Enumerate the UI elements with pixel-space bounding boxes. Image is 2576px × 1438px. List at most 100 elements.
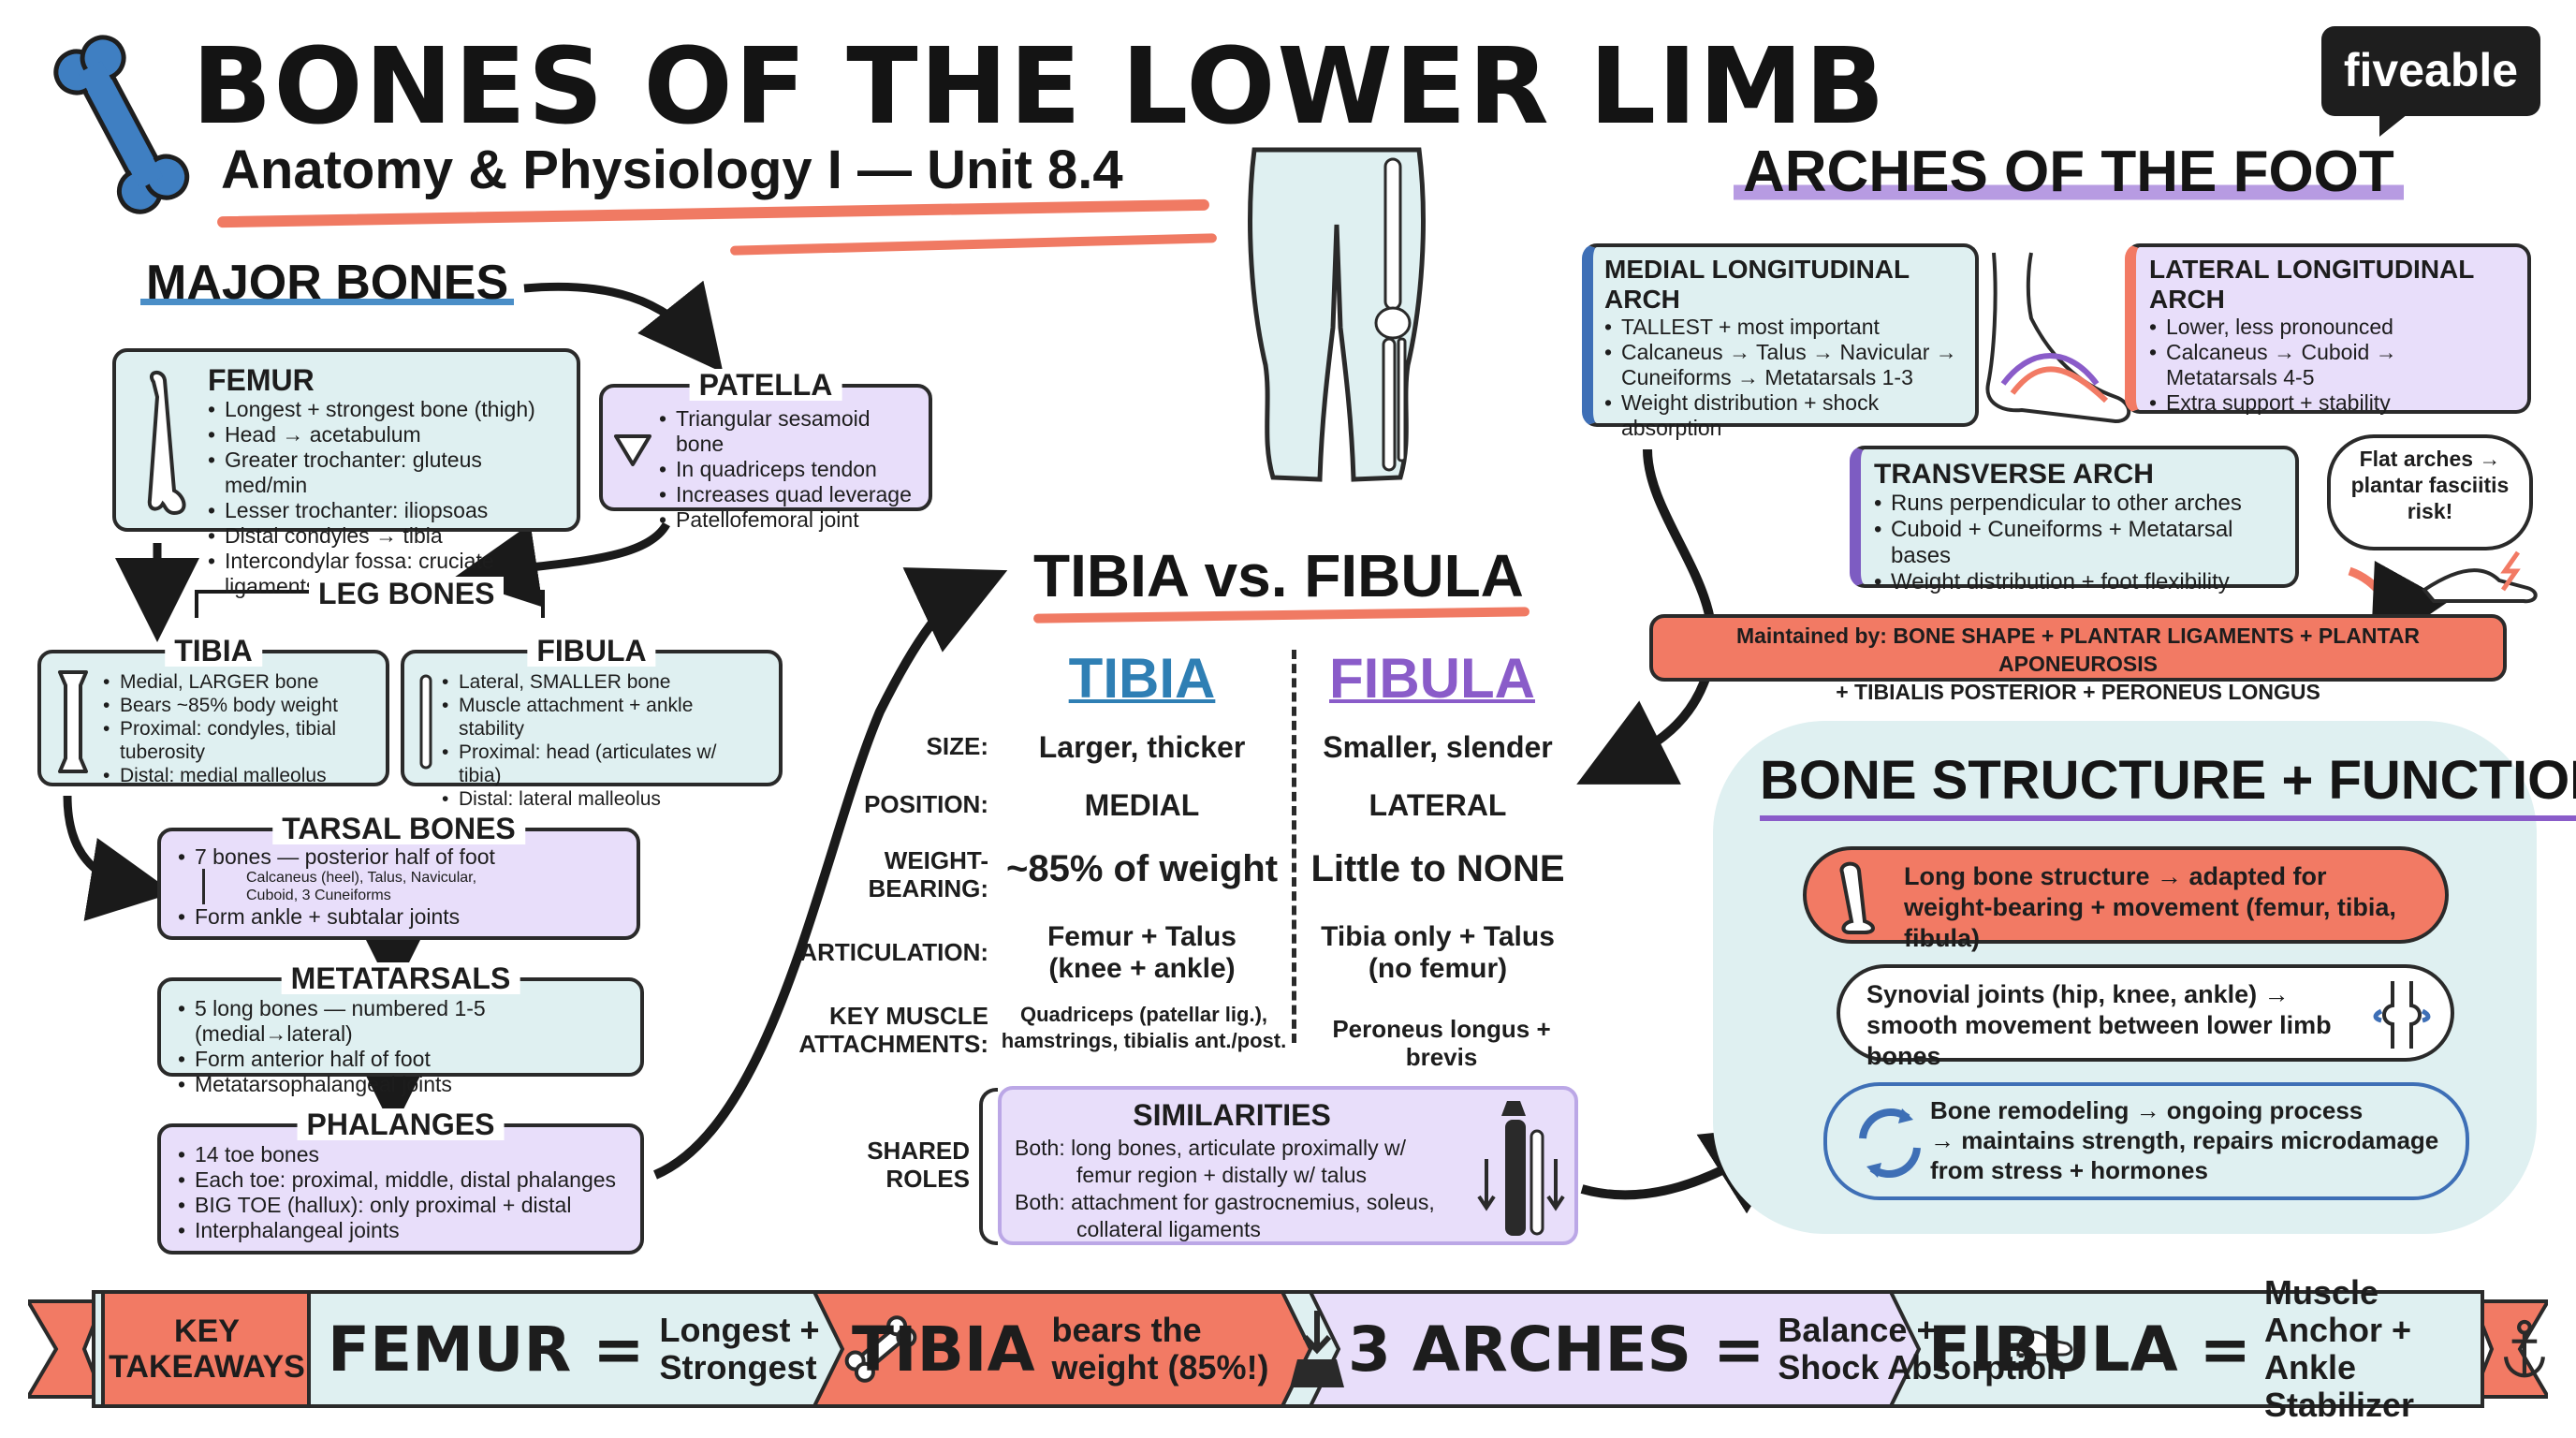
weight-down-icon <box>1289 1311 1344 1387</box>
takeaway-femur-small: Longest + Strongest <box>659 1311 820 1387</box>
takeaway-fibula-big: FIBULA = <box>1928 1313 2251 1386</box>
takeaway-arches: 3 ARCHES = Balance + Shock Absorption <box>1348 1288 2076 1410</box>
fibula-weight: Little to NONE <box>1310 848 1565 889</box>
femur-item: Lesser trochanter: iliopsoas <box>208 498 560 523</box>
fibula-icon <box>419 674 432 770</box>
metatarsal-item: Form anterior half of foot <box>178 1047 623 1072</box>
femur-item: Distal condyles → tibia <box>208 523 560 549</box>
row-label-articulation: ARTICULATION: <box>799 938 988 966</box>
page-subtitle: Anatomy & Physiology I — Unit 8.4 <box>221 139 1123 200</box>
shared-roles-brace <box>979 1088 998 1245</box>
femur-title: FEMUR <box>208 363 315 397</box>
medial-arch-title: MEDIAL LONGITUDINAL ARCH <box>1604 255 1910 314</box>
key-takeaways-banner: KEY TAKEAWAYS FEMUR = Longest + Stronges… <box>28 1274 2548 1424</box>
maintained-by-banner: Maintained by: BONE SHAPE + PLANTAR LIGA… <box>1649 614 2507 704</box>
lateral-arch-item: Calcaneus → Cuboid → Metatarsals 4-5 <box>2149 340 2514 390</box>
tarsal-sub-line: Calcaneus (heel), Talus, Navicular, <box>246 870 477 886</box>
fibula-column-header: FIBULA <box>1329 647 1535 710</box>
structure-item-long-bone: Long bone structure → adapted for weight… <box>1803 846 2449 952</box>
structure-item-remodeling: Bone remodeling → ongoing process → main… <box>1823 1082 2469 1200</box>
fibula-card-title: FIBULA <box>527 635 656 667</box>
lateral-arch-item: Extra support + stability <box>2149 390 2514 416</box>
medial-arch-item: Weight distribution + shock absorption <box>1604 390 1964 441</box>
tibia-item: Bears ~85% body weight <box>103 694 369 717</box>
phalanges-item: Each toe: proximal, middle, distal phala… <box>178 1167 623 1193</box>
foot-icon <box>2016 1330 2073 1357</box>
tibia-item: Medial, LARGER bone <box>103 670 369 694</box>
patella-item: Patellofemoral joint <box>659 507 912 533</box>
fibula-item: Lateral, SMALLER bone <box>442 670 762 694</box>
metatarsal-item: Metatarsophalangeal joints <box>178 1072 623 1097</box>
fibula-position: LATERAL <box>1368 788 1507 822</box>
tibia-column-header: TIBIA <box>1068 647 1216 710</box>
tarsal-item: 7 bones — posterior half of foot <box>178 844 620 869</box>
row-label-weight: WEIGHT- BEARING: <box>868 846 988 902</box>
phalanges-title: PHALANGES <box>297 1108 505 1140</box>
row-label-muscles: KEY MUSCLE ATTACHMENTS: <box>798 1002 988 1058</box>
transverse-arch-item: Weight distribution + foot flexibility <box>1874 569 2282 595</box>
fiveable-logo[interactable]: fiveable <box>2321 26 2540 137</box>
maintained-by-text: Maintained by: BONE SHAPE + PLANTAR LIGA… <box>1735 624 2421 704</box>
tarsal-bones-card: TARSAL BONES 7 bones — posterior half of… <box>157 813 640 940</box>
medial-arch-item: TALLEST + most important <box>1604 315 1964 340</box>
lateral-arch-item: Lower, less pronounced <box>2149 315 2514 340</box>
patella-icon <box>614 434 651 466</box>
metatarsals-card: METATARSALS 5 long bones — numbered 1-5 … <box>157 962 644 1097</box>
leg-bones-label: LEG BONES <box>309 577 505 611</box>
comparison-divider <box>1292 650 1296 1043</box>
transverse-arch-item: Cuboid + Cuneiforms + Metatarsal bases <box>1874 517 2282 569</box>
row-label-position: POSITION: <box>864 790 988 818</box>
phalanges-item: Interphalangeal joints <box>178 1218 623 1243</box>
takeaways-label-seg: KEY TAKEAWAYS <box>109 1288 305 1410</box>
row-label-size: SIZE: <box>926 732 988 760</box>
similarities-title: SIMILARITIES <box>1133 1098 1331 1132</box>
femur-item: Intercondylar fossa: cruciate ligaments <box>208 549 560 599</box>
patella-title: PATELLA <box>689 369 842 401</box>
tibia-weight: ~85% of weight <box>1005 848 1279 889</box>
structure-item-text: Bone remodeling → ongoing process → main… <box>1930 1096 2439 1184</box>
phalanges-card: PHALANGES 14 toe bones Each toe: proxima… <box>157 1108 644 1255</box>
major-bones-heading: MAJOR BONES <box>140 255 515 311</box>
fibula-card: FIBULA Lateral, SMALLER bone Muscle atta… <box>401 635 783 811</box>
lateral-arch-card: LATERAL LONGITUDINAL ARCH Lower, less pr… <box>2125 243 2531 416</box>
flat-foot-icon <box>2422 550 2538 604</box>
fibula-item: Muscle attachment + ankle stability <box>442 694 762 741</box>
weight-bones-icon <box>1477 1101 1565 1236</box>
femur-card: FEMUR Longest + strongest bone (thigh) H… <box>112 348 580 598</box>
comparison-heading: TIBIA vs. FIBULA <box>1033 542 1524 609</box>
femur-item: Longest + strongest bone (thigh) <box>208 397 560 422</box>
tarsal-sub-list: Calcaneus (heel), Talus, Navicular, Cubo… <box>202 869 620 904</box>
tibia-card: TIBIA Medial, LARGER bone Bears ~85% bod… <box>37 635 389 787</box>
legs-illustration <box>1248 147 1426 482</box>
tibia-muscles: Quadriceps (patellar lig.), hamstrings, … <box>1001 1003 1287 1052</box>
patella-item: Increases quad leverage <box>659 482 912 507</box>
fibula-muscles: Peroneus longus + brevis <box>1332 1015 1551 1071</box>
takeaway-fibula: FIBULA = Muscle Anchor + Ankle Stabilize… <box>1928 1274 2548 1424</box>
bone-icon-small <box>844 1315 916 1383</box>
fibula-item: Distal: lateral malleolus <box>442 787 762 811</box>
phalanges-item: 14 toe bones <box>178 1142 623 1167</box>
foot-arch-icon <box>1985 252 2131 424</box>
takeaway-fibula-small: Muscle Anchor + Ankle Stabilizer <box>2263 1273 2415 1424</box>
takeaways-label: KEY TAKEAWAYS <box>109 1313 305 1385</box>
transverse-arch-item: Runs perpendicular to other arches <box>1874 491 2282 517</box>
takeaway-arches-big: 3 ARCHES = <box>1348 1313 1765 1386</box>
takeaway-tibia-big: TIBIA <box>852 1313 1035 1386</box>
transverse-arch-card: TRANSVERSE ARCH Runs perpendicular to ot… <box>1850 446 2299 595</box>
patella-item: Triangular sesamoid bone <box>659 406 912 457</box>
takeaway-femur-big: FEMUR = <box>328 1313 645 1386</box>
similarities-line: Both: long bones, articulate proximally … <box>1015 1136 1407 1160</box>
knee-joint-icon <box>2373 981 2431 1049</box>
banner-ribbon <box>28 1290 2548 1408</box>
tibia-card-title: TIBIA <box>165 635 262 667</box>
long-bone-icon <box>1839 861 1875 934</box>
patella-card: PATELLA Triangular sesamoid bone In quad… <box>599 369 932 533</box>
page-title: BONES OF THE LOWER LIMB <box>192 26 1887 148</box>
phalanges-item: BIG TOE (hallux): only proximal + distal <box>178 1193 623 1218</box>
recycle-icon <box>1859 1108 1921 1178</box>
structure-heading: BONE STRUCTURE + FUNCTION <box>1760 749 2576 821</box>
femur-icon <box>147 371 186 516</box>
structure-item-synovial: Synovial joints (hip, knee, ankle) → smo… <box>1837 964 2454 1070</box>
similarities-line: femur region + distally w/ talus <box>1076 1163 1367 1187</box>
tarsal-item: Form ankle + subtalar joints <box>178 904 620 929</box>
